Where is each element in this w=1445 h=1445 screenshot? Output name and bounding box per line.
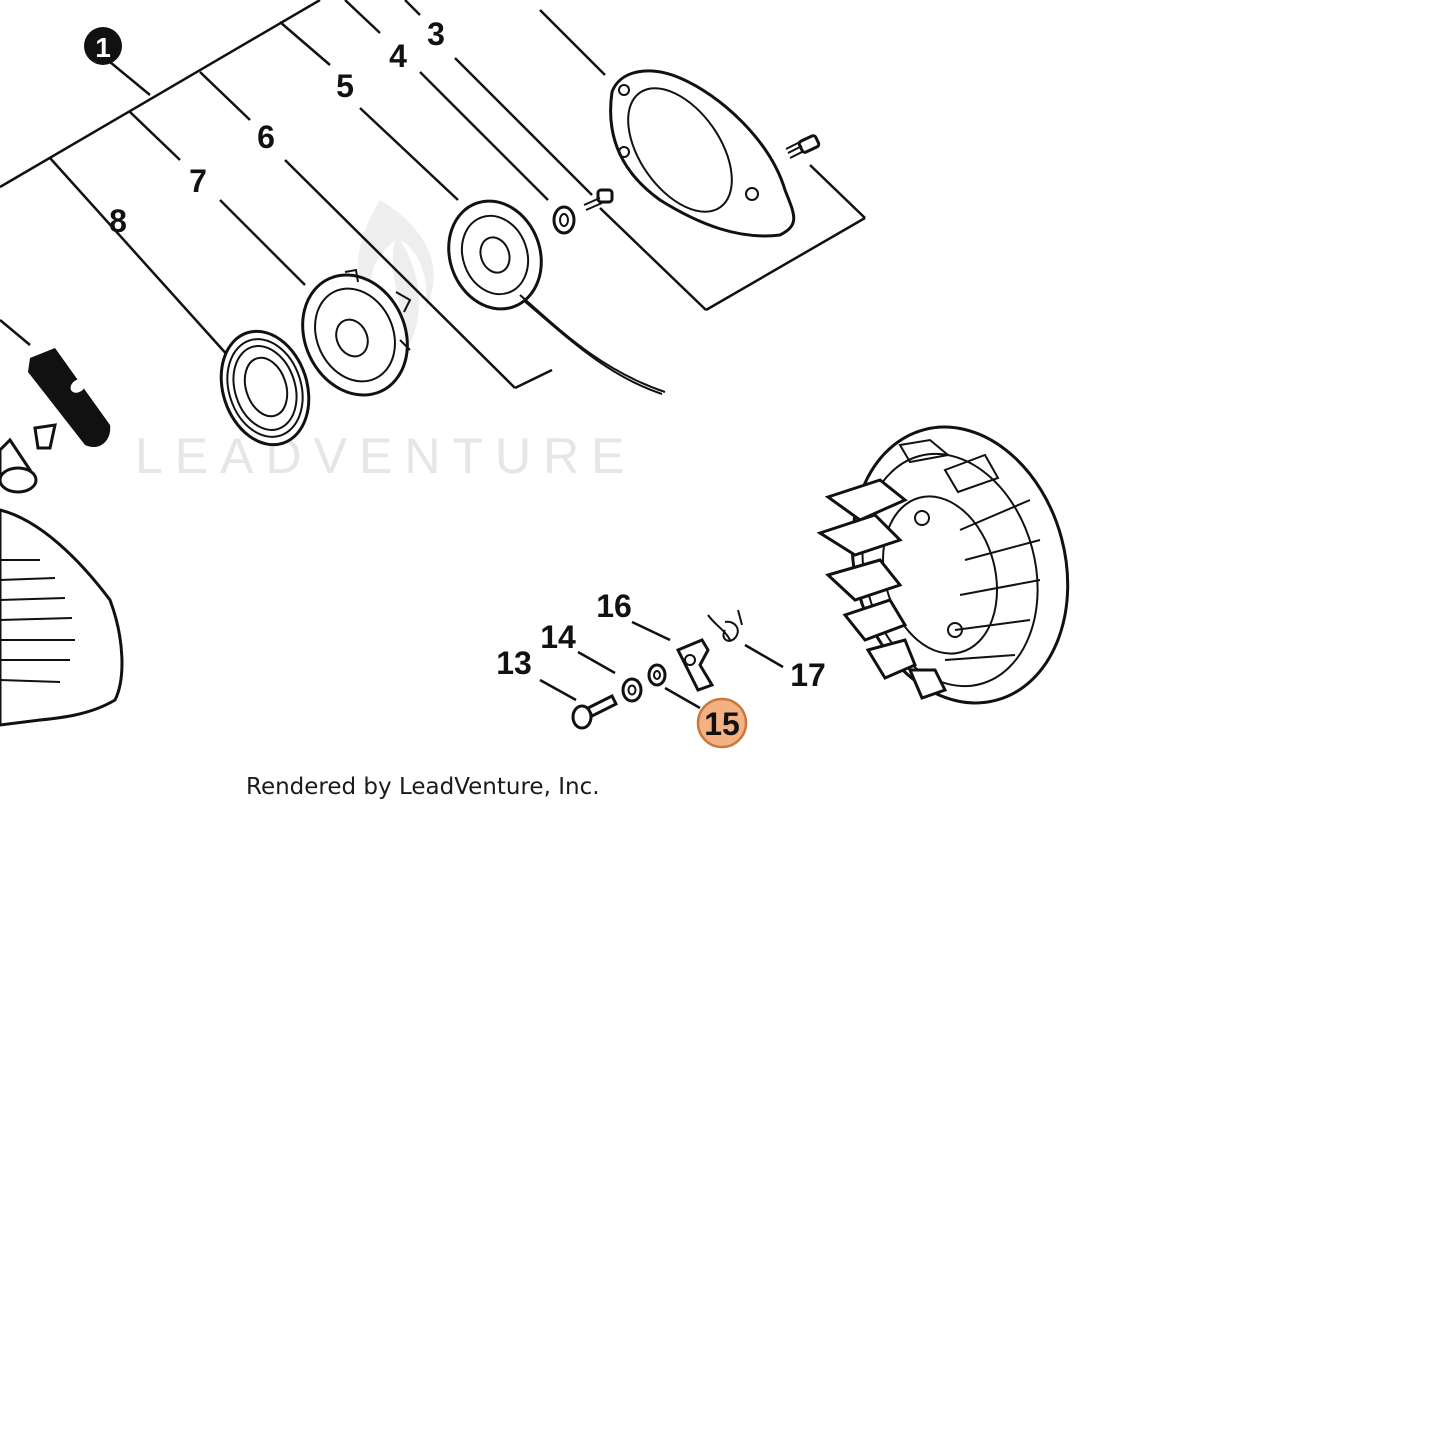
part-washer-4[interactable] — [552, 205, 576, 235]
highlight-badge — [696, 697, 748, 749]
part-16-pawl[interactable] — [675, 638, 715, 692]
callout-1[interactable]: 1 — [84, 27, 122, 65]
part-screw-upper[interactable] — [785, 134, 821, 159]
callout-6[interactable]: 6 — [257, 119, 275, 155]
part-engine-housing[interactable] — [0, 437, 124, 727]
callout-16[interactable]: 16 — [596, 588, 632, 624]
callout-3[interactable]: 3 — [427, 16, 445, 52]
callout-8[interactable]: 8 — [109, 203, 127, 239]
watermark-text: LEADVENTURE — [135, 428, 637, 484]
callout-14[interactable]: 14 — [540, 619, 576, 655]
watermark: LEADVENTURE — [135, 200, 637, 484]
part-recoil-spring[interactable] — [207, 320, 323, 456]
callout-7[interactable]: 7 — [189, 163, 207, 199]
part-15-bushing[interactable] — [647, 663, 667, 687]
part-ratchet-housing[interactable] — [283, 258, 426, 413]
callout-1-badge — [84, 27, 122, 65]
part-17-spring[interactable] — [707, 609, 743, 642]
part-flywheel[interactable] — [816, 403, 1098, 728]
flame-logo-icon — [358, 200, 434, 360]
callout-4[interactable]: 4 — [389, 38, 407, 74]
part-starter-handle[interactable] — [28, 348, 111, 450]
callout-15-highlighted[interactable]: 15 — [696, 697, 748, 749]
callout-15-label: 15 — [704, 706, 740, 742]
callout-1-label: 1 — [95, 32, 111, 63]
callout-13[interactable]: 13 — [496, 645, 532, 681]
credit-text: Rendered by LeadVenture, Inc. — [246, 774, 600, 800]
callout-5[interactable]: 5 — [336, 68, 354, 104]
part-4-screw[interactable] — [583, 188, 614, 211]
callout-17[interactable]: 17 — [790, 657, 826, 693]
part-cover-plate[interactable] — [607, 69, 796, 238]
part-14-washer[interactable] — [621, 677, 643, 703]
part-rope-pulley[interactable] — [434, 188, 666, 395]
part-13-screw[interactable] — [571, 693, 619, 730]
assembly-bracket — [0, 0, 866, 390]
